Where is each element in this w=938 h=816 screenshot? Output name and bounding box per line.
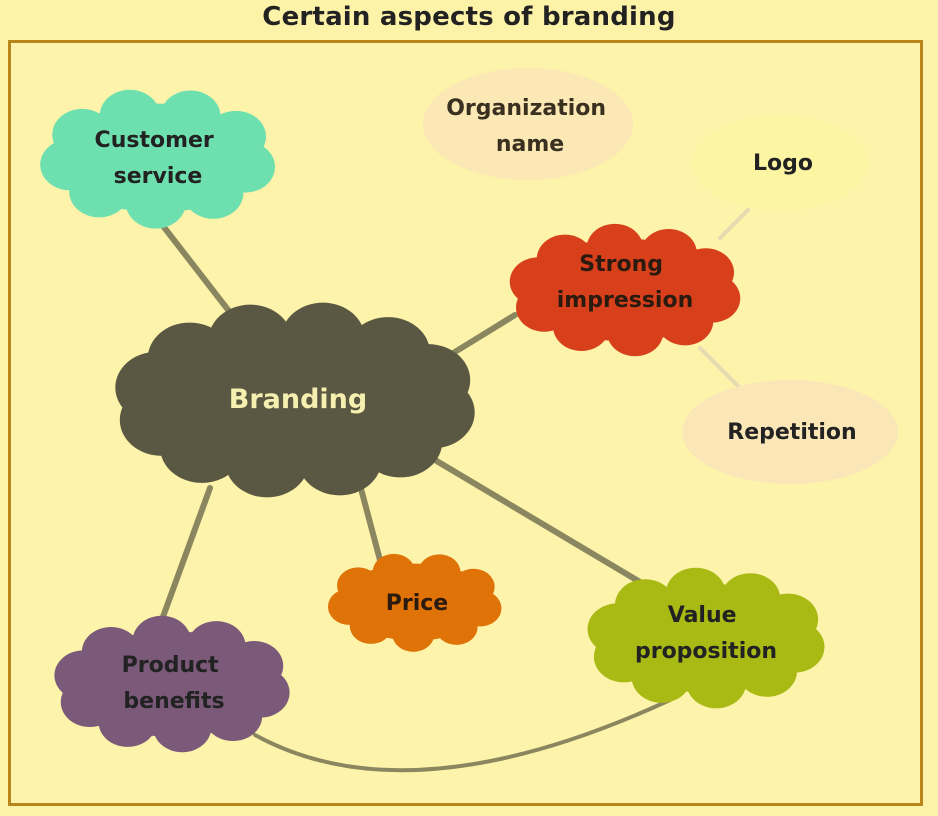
price-cloud-shape: [327, 553, 502, 652]
connector-product-benefits-value-proposition: [253, 698, 672, 773]
cloud-nodes: Customer service Strong impression Brand…: [40, 89, 825, 753]
connector-branding-strong-impression: [447, 312, 518, 358]
connector-branding-product-benefits: [157, 485, 213, 628]
connector-branding-price: [357, 482, 383, 563]
connector-branding-value-proposition: [432, 457, 648, 588]
node-customer-service: Customer service: [40, 89, 276, 229]
node-logo: Logo: [692, 115, 868, 211]
connector-strong-impression-repetition: [698, 346, 744, 392]
node-product-benefits: Product benefits: [54, 615, 290, 753]
diagram-title: Certain aspects of branding: [262, 2, 676, 32]
branding-cloud-shape: [115, 302, 475, 498]
repetition-shape: [682, 380, 898, 484]
logo-label: Logo: [753, 151, 813, 176]
branding-label: Branding: [229, 384, 367, 415]
repetition-label: Repetition: [727, 420, 856, 445]
node-organization-name: Organization name: [423, 68, 633, 180]
connector-branding-customer-service: [157, 219, 235, 318]
strong-impression-cloud-shape: [509, 223, 741, 357]
organization-name-label: Organization name: [446, 96, 614, 157]
value-proposition-cloud-shape: [587, 567, 825, 709]
node-price: Price: [327, 553, 502, 652]
strong-impression-label: Strong impression: [557, 252, 694, 313]
product-benefits-label: Product benefits: [122, 653, 227, 714]
node-branding: Branding: [115, 302, 475, 498]
customer-service-cloud-shape: [40, 89, 276, 229]
price-label: Price: [386, 591, 448, 616]
node-value-proposition: Value proposition: [587, 567, 825, 709]
node-repetition: Repetition: [682, 380, 898, 484]
logo-shape: [692, 115, 868, 211]
product-benefits-cloud-shape: [54, 615, 290, 753]
value-proposition-label: Value proposition: [635, 603, 777, 664]
node-strong-impression: Strong impression: [509, 223, 741, 357]
organization-name-shape: [423, 68, 633, 180]
ellipse-nodes: Organization name Logo Repetition: [423, 68, 898, 484]
connector-strong-impression-logo: [718, 208, 750, 240]
connectors: [157, 208, 750, 773]
customer-service-label: Customer service: [95, 128, 222, 189]
